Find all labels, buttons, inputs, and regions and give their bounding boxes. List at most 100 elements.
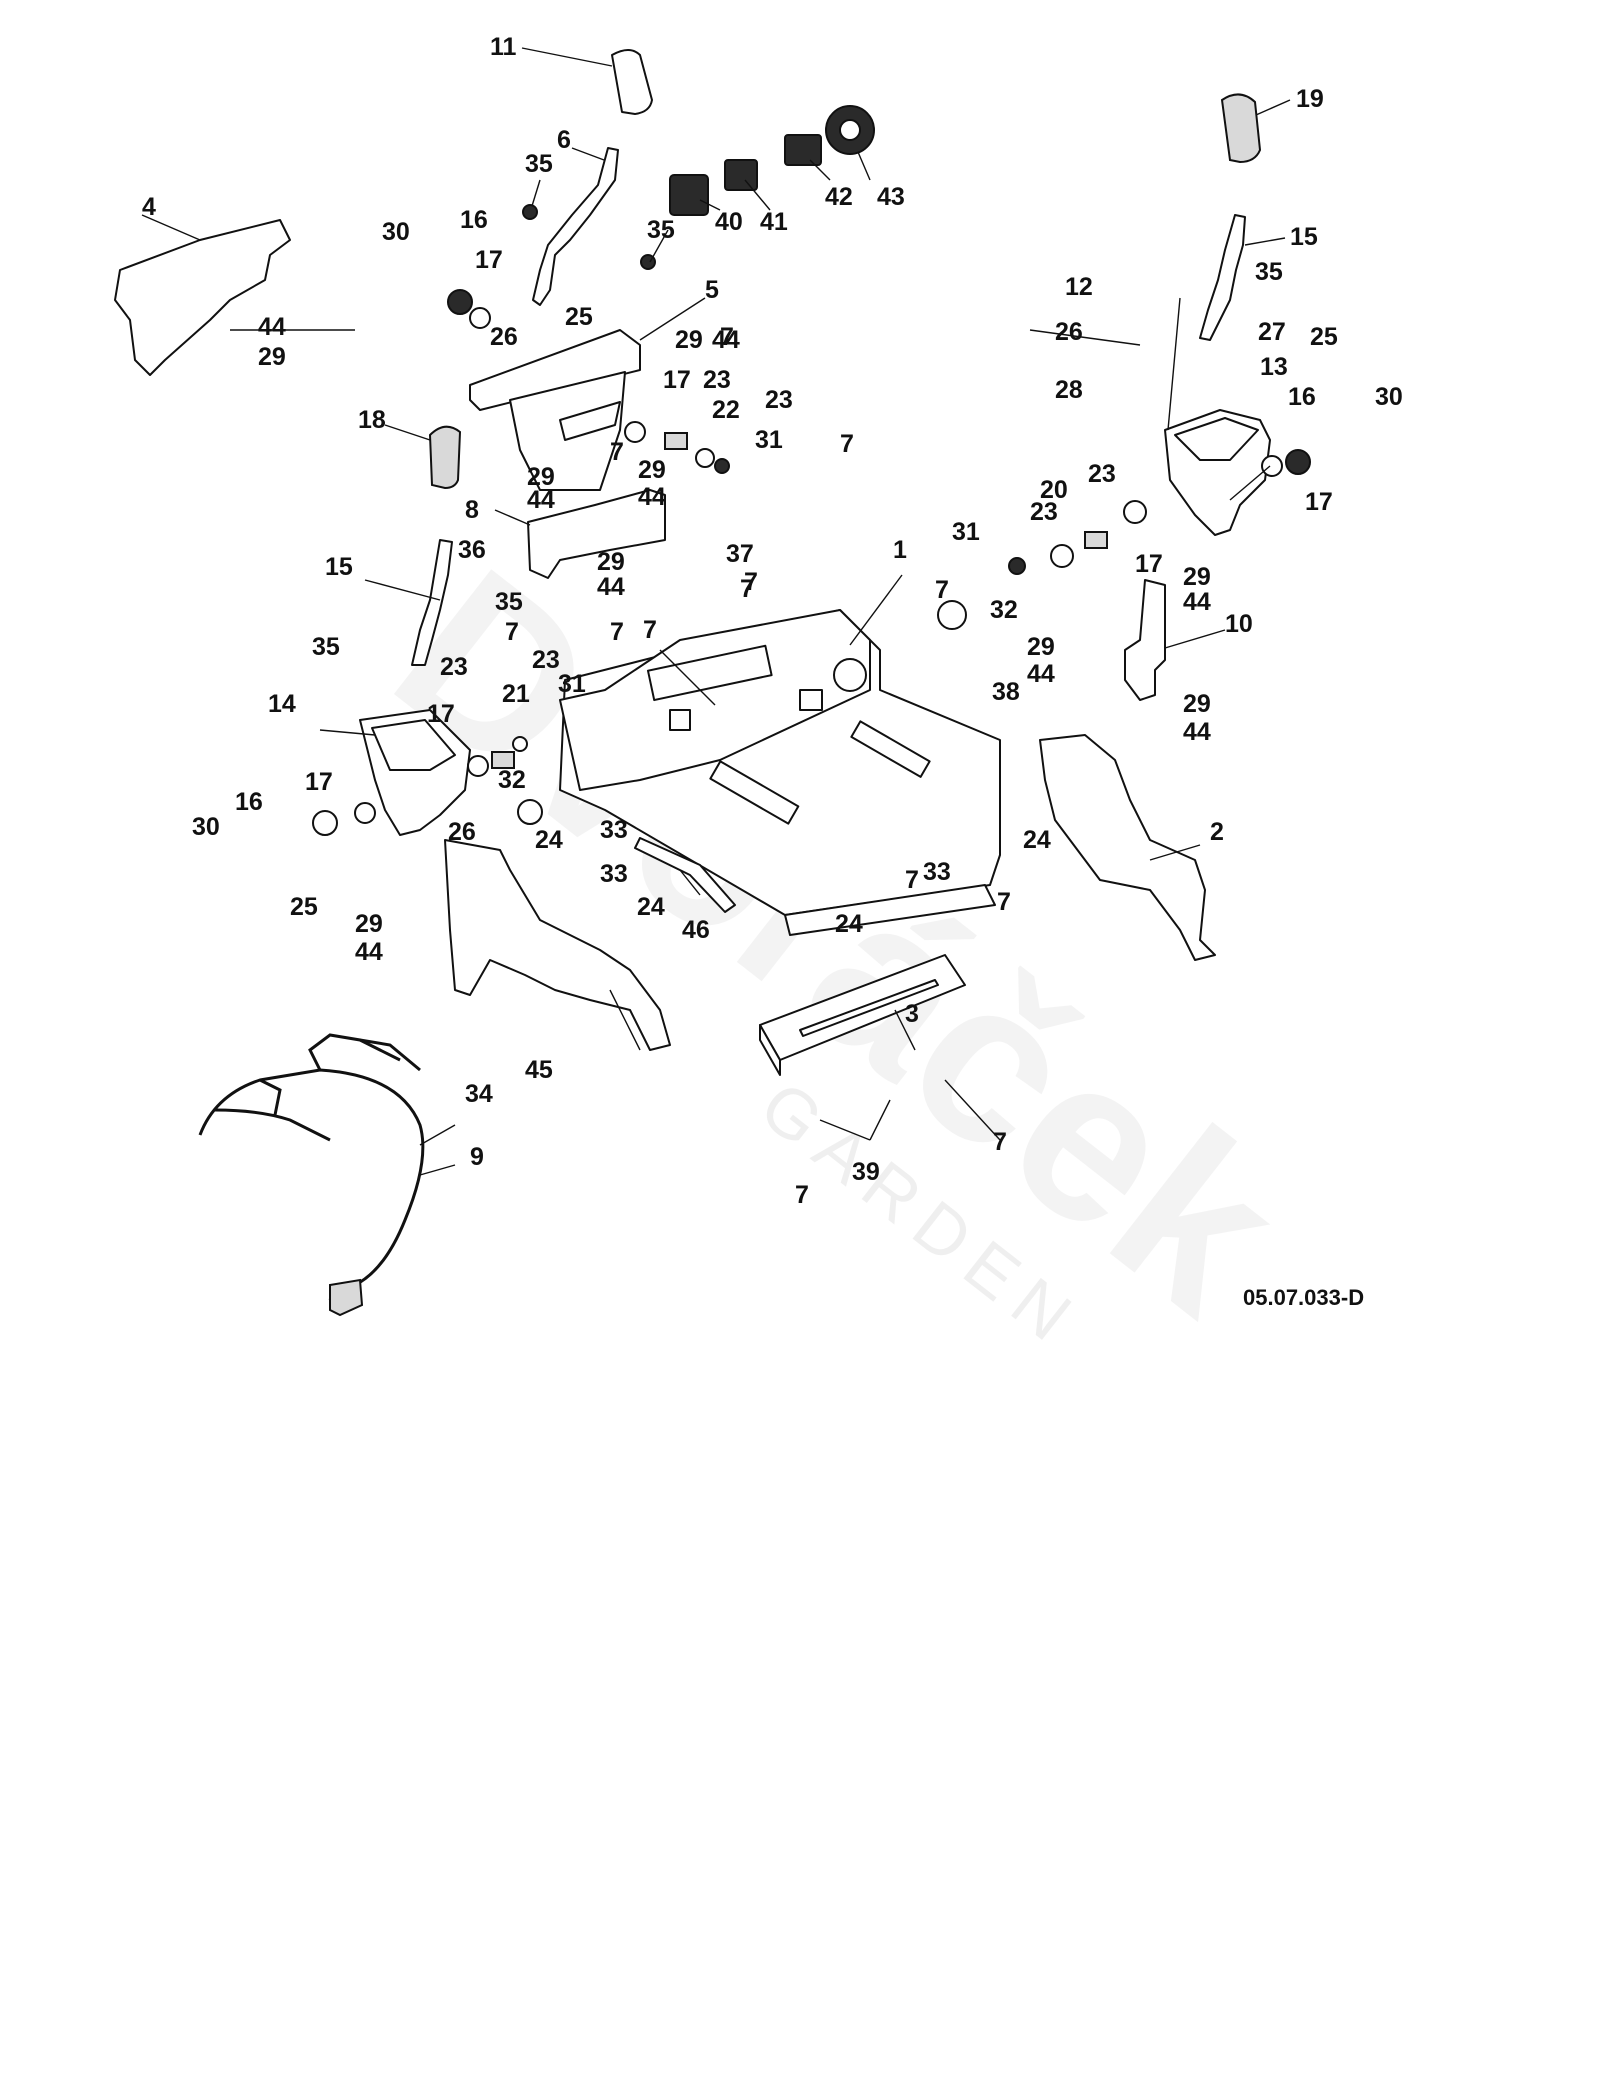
callout: 45 [525, 1056, 553, 1084]
hw-32-a [937, 600, 967, 630]
callout: 15 [1290, 223, 1318, 251]
callout: 39 [852, 1158, 880, 1186]
drawing-code: 05.07.033-D [1243, 1285, 1364, 1310]
console-right [1164, 409, 1271, 536]
callout: 29 [1183, 563, 1211, 591]
callout: 35 [1255, 258, 1283, 286]
switch-40 [669, 174, 709, 216]
callout: 44 [712, 326, 740, 354]
hw-32-b [517, 799, 543, 825]
callout: 7 [997, 888, 1011, 916]
callout: 36 [458, 536, 486, 564]
callout: 24 [637, 893, 665, 921]
callout: 26 [448, 818, 476, 846]
callout: 7 [505, 618, 519, 646]
right-side-bracket [1039, 734, 1216, 961]
callout: 35 [312, 633, 340, 661]
callout: 12 [1065, 273, 1093, 301]
hw-31-b [714, 458, 730, 474]
callout: 14 [268, 690, 296, 718]
strap-bar [634, 837, 736, 913]
callout: 44 [638, 483, 666, 511]
callout: 35 [647, 216, 675, 244]
hw-17-c [354, 802, 376, 824]
callout: 7 [935, 576, 949, 604]
callout: 35 [495, 588, 523, 616]
callout: 26 [1055, 318, 1083, 346]
hw-16-a [447, 289, 473, 315]
callout: 44 [527, 486, 555, 514]
callout: 18 [358, 406, 386, 434]
right-mount-plate [1124, 579, 1166, 701]
callout: 7 [795, 1181, 809, 1209]
callout: 7 [905, 866, 919, 894]
callout: 16 [1288, 383, 1316, 411]
callout: 44 [597, 573, 625, 601]
hw-23-e [467, 755, 489, 777]
callout: 16 [235, 788, 263, 816]
callout: 33 [923, 858, 951, 886]
side-cover [114, 219, 291, 376]
callout: 29 [597, 548, 625, 576]
parts [114, 49, 1311, 1317]
callout: 7 [610, 618, 624, 646]
callout: 3 [905, 1000, 919, 1028]
wiring-harness [198, 1033, 425, 1317]
callout: 4 [142, 193, 156, 221]
callout: 44 [1027, 660, 1055, 688]
callout: 20 [1040, 476, 1068, 504]
callout: 29 [527, 463, 555, 491]
callout: 40 [715, 208, 743, 236]
callout: 24 [1023, 826, 1051, 854]
callout: 23 [440, 653, 468, 681]
callout: 32 [498, 766, 526, 794]
shift-lever [532, 147, 619, 306]
callout: 29 [638, 456, 666, 484]
callout: 30 [1375, 383, 1403, 411]
callout: 13 [1260, 353, 1288, 381]
callout: 17 [305, 768, 333, 796]
main-frame-panel [559, 609, 1001, 936]
callout: 44 [258, 313, 286, 341]
callout: 42 [825, 183, 853, 211]
callout: 25 [565, 303, 593, 331]
callout: 31 [558, 670, 586, 698]
callouts: 11 6 35 35 40 41 42 43 19 15 35 25 27 12… [142, 33, 1403, 1209]
callout: 5 [705, 276, 719, 304]
callout: 27 [1258, 318, 1286, 346]
hw-22 [664, 432, 688, 450]
callout: 6 [557, 126, 571, 154]
callout: 23 [765, 386, 793, 414]
callout: 10 [1225, 610, 1253, 638]
callout: 33 [600, 860, 628, 888]
callout: 11 [490, 33, 517, 61]
callout: 30 [382, 218, 410, 246]
hw-23-c [624, 421, 646, 443]
callout: 31 [755, 426, 783, 454]
hw-20 [1084, 531, 1108, 549]
console-upper [469, 329, 641, 491]
callout: 33 [600, 816, 628, 844]
callout: 23 [1088, 460, 1116, 488]
switch-42 [784, 134, 822, 166]
console-left [359, 709, 471, 836]
callout: 37 [726, 540, 754, 568]
hw-23-b [1123, 500, 1147, 524]
callout: 46 [682, 916, 710, 944]
callout: 32 [990, 596, 1018, 624]
callout: 7 [720, 323, 734, 351]
callout: 29 [355, 910, 383, 938]
callout: 23 [532, 646, 560, 674]
callout: 29 [1027, 633, 1055, 661]
switch-41 [724, 159, 758, 191]
callout: 17 [1305, 488, 1333, 516]
leader-lines [141, 47, 1291, 1176]
left-mount-plate [527, 489, 666, 579]
callout: 25 [290, 893, 318, 921]
callout: 7 [643, 616, 657, 644]
hw-16-c [312, 810, 338, 836]
callout: 17 [475, 246, 503, 274]
cross-member [759, 954, 966, 1076]
callout: 43 [877, 183, 905, 211]
